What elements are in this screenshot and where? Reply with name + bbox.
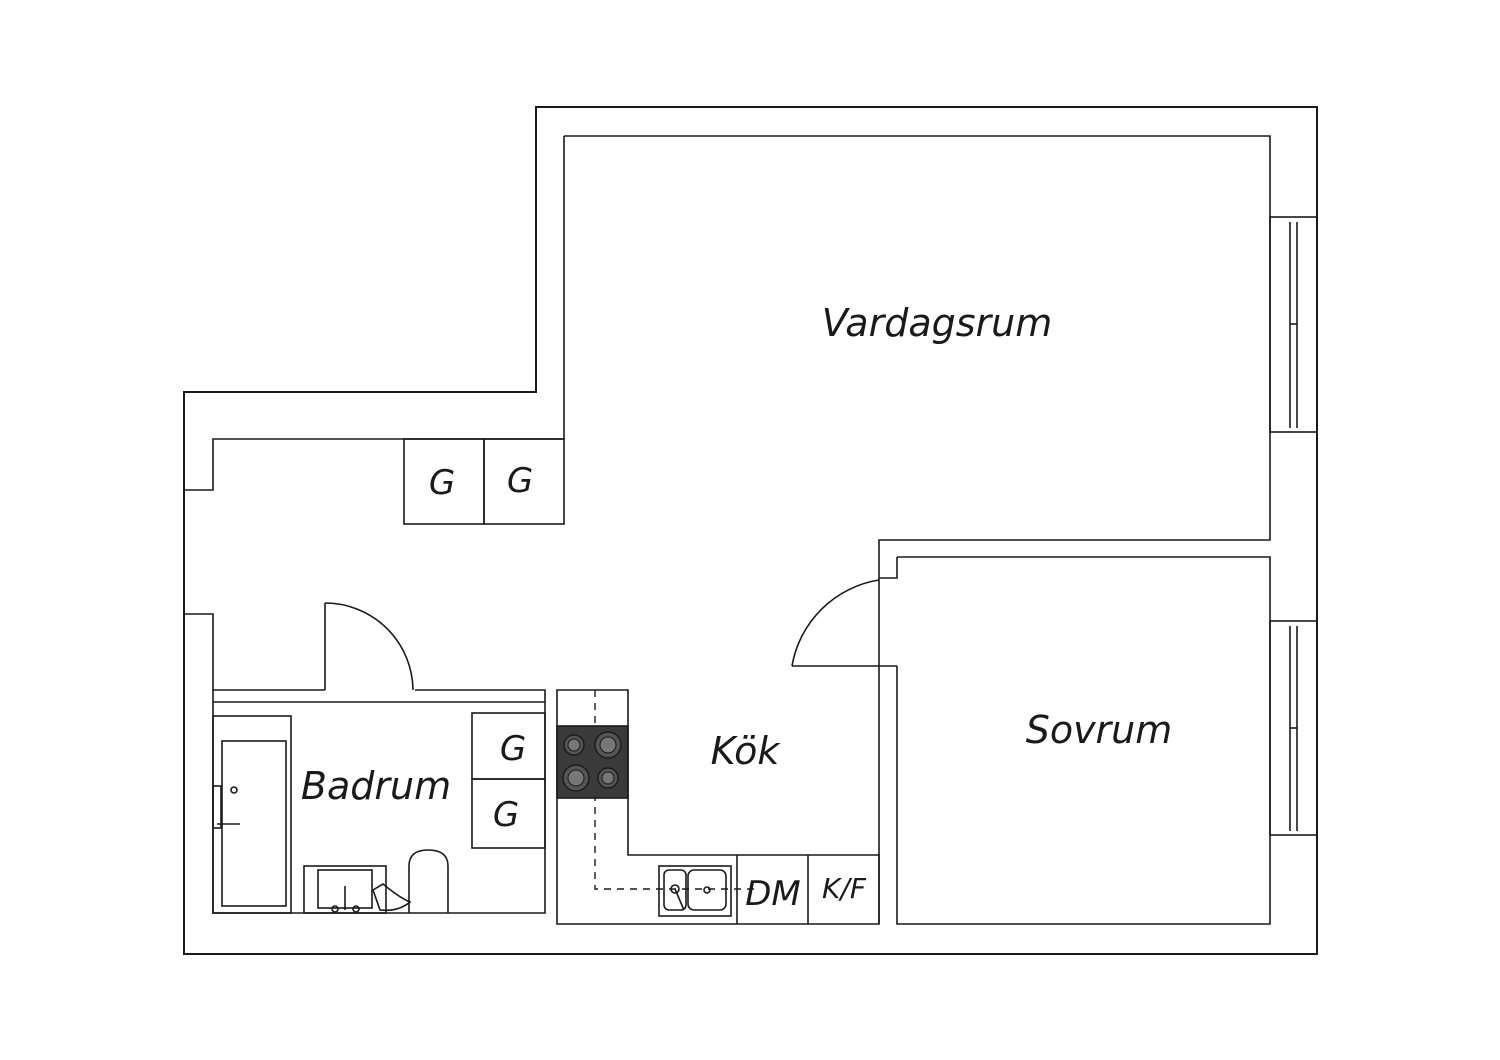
room-label-sovrum: Sovrum <box>1026 708 1173 752</box>
fridge-freezer-label: K/F <box>822 872 867 905</box>
closet-2 <box>483 438 565 525</box>
closet-label-3: G <box>500 729 526 769</box>
dishwasher-label: DM <box>745 874 801 914</box>
window-bedroom <box>1269 620 1318 836</box>
closet-label-2: G <box>507 461 533 501</box>
room-label-vardagsrum: Vardagsrum <box>822 301 1053 345</box>
closet-4 <box>471 778 546 849</box>
living-room-area <box>564 135 1271 579</box>
bedroom-door-arc <box>791 579 880 667</box>
sink-icon <box>303 865 387 914</box>
hall-wall <box>184 136 565 491</box>
bathroom-door-arc <box>324 602 414 691</box>
closet-label-1: G <box>429 463 455 503</box>
room-label-kok: Kök <box>711 729 782 773</box>
room-label-badrum: Badrum <box>301 764 451 808</box>
outer-wall <box>183 106 1318 955</box>
shower-icon <box>212 715 292 914</box>
toilet-icon <box>372 849 449 913</box>
closet-label-4: G <box>493 795 519 835</box>
kitchen-sink-icon <box>658 865 732 917</box>
window-living-room <box>1269 216 1318 433</box>
bedroom-area <box>896 556 1271 925</box>
hall-wall-lower <box>184 613 325 691</box>
kitchen-counter <box>556 689 880 925</box>
stove-icon <box>556 725 629 799</box>
